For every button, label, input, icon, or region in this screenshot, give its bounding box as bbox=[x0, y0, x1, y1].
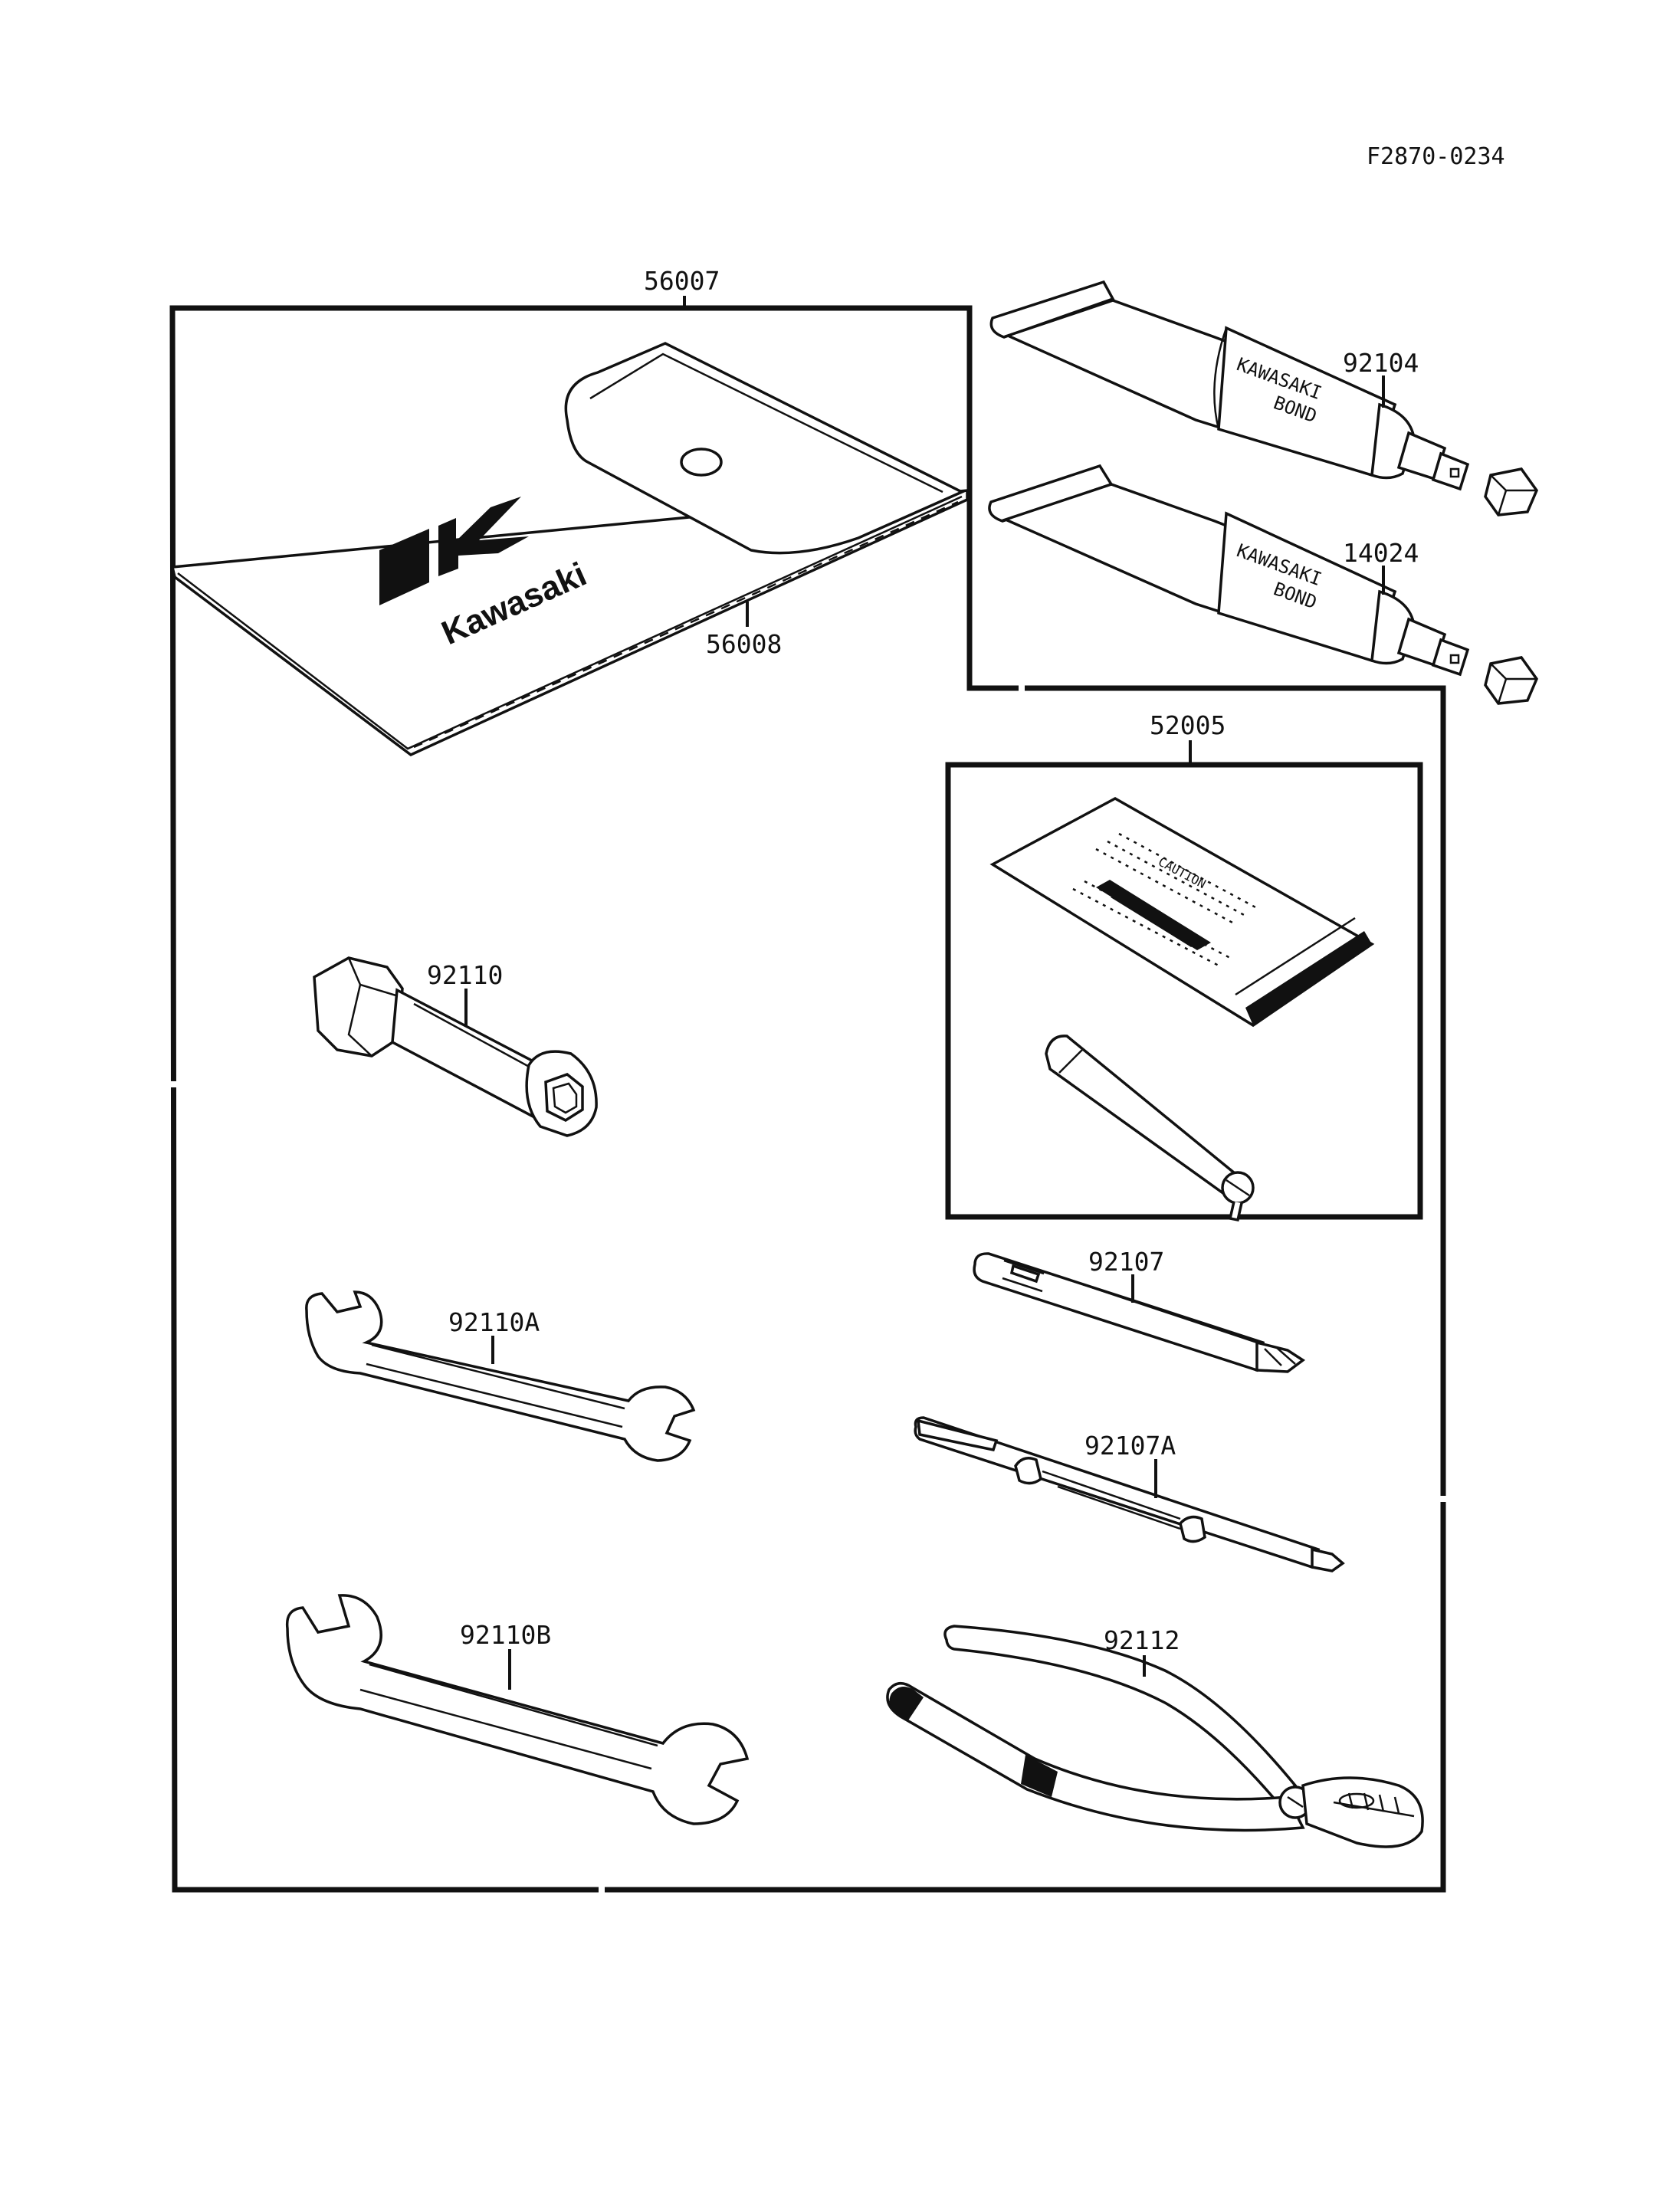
label-56008: 56008 bbox=[706, 629, 782, 659]
screwdriver-92107 bbox=[973, 1252, 1306, 1373]
label-92110: 92110 bbox=[427, 960, 503, 990]
drawing-number: F2870-0234 bbox=[1367, 143, 1505, 170]
label-92112: 92112 bbox=[1104, 1625, 1180, 1655]
plug-wrench-92110 bbox=[313, 956, 598, 1137]
bond-tube-92104: KAWASAKI BOND bbox=[989, 280, 1538, 516]
label-92110b: 92110B bbox=[460, 1620, 551, 1650]
label-92104: 92104 bbox=[1343, 348, 1419, 378]
bond-tube-14024: KAWASAKI BOND bbox=[988, 464, 1538, 705]
label-56007: 56007 bbox=[644, 266, 720, 296]
label-92107a: 92107A bbox=[1084, 1431, 1176, 1461]
label-92110a: 92110A bbox=[448, 1307, 540, 1337]
screwdriver-92107a bbox=[914, 1416, 1345, 1572]
label-14024: 14024 bbox=[1343, 538, 1419, 568]
patch-kit-box bbox=[945, 762, 1423, 1220]
patch-kit-card: CAUTION bbox=[989, 797, 1375, 1028]
wrench-92110b bbox=[285, 1594, 750, 1825]
patch-kit-tube bbox=[1045, 1035, 1255, 1222]
label-52005: 52005 bbox=[1150, 710, 1226, 740]
tool-kit-outline bbox=[169, 305, 1446, 1893]
label-92107: 92107 bbox=[1088, 1247, 1164, 1277]
tool-bag: Kawasaki bbox=[170, 342, 969, 757]
pliers-92112 bbox=[886, 1625, 1424, 1848]
wrench-92110a bbox=[305, 1290, 696, 1462]
